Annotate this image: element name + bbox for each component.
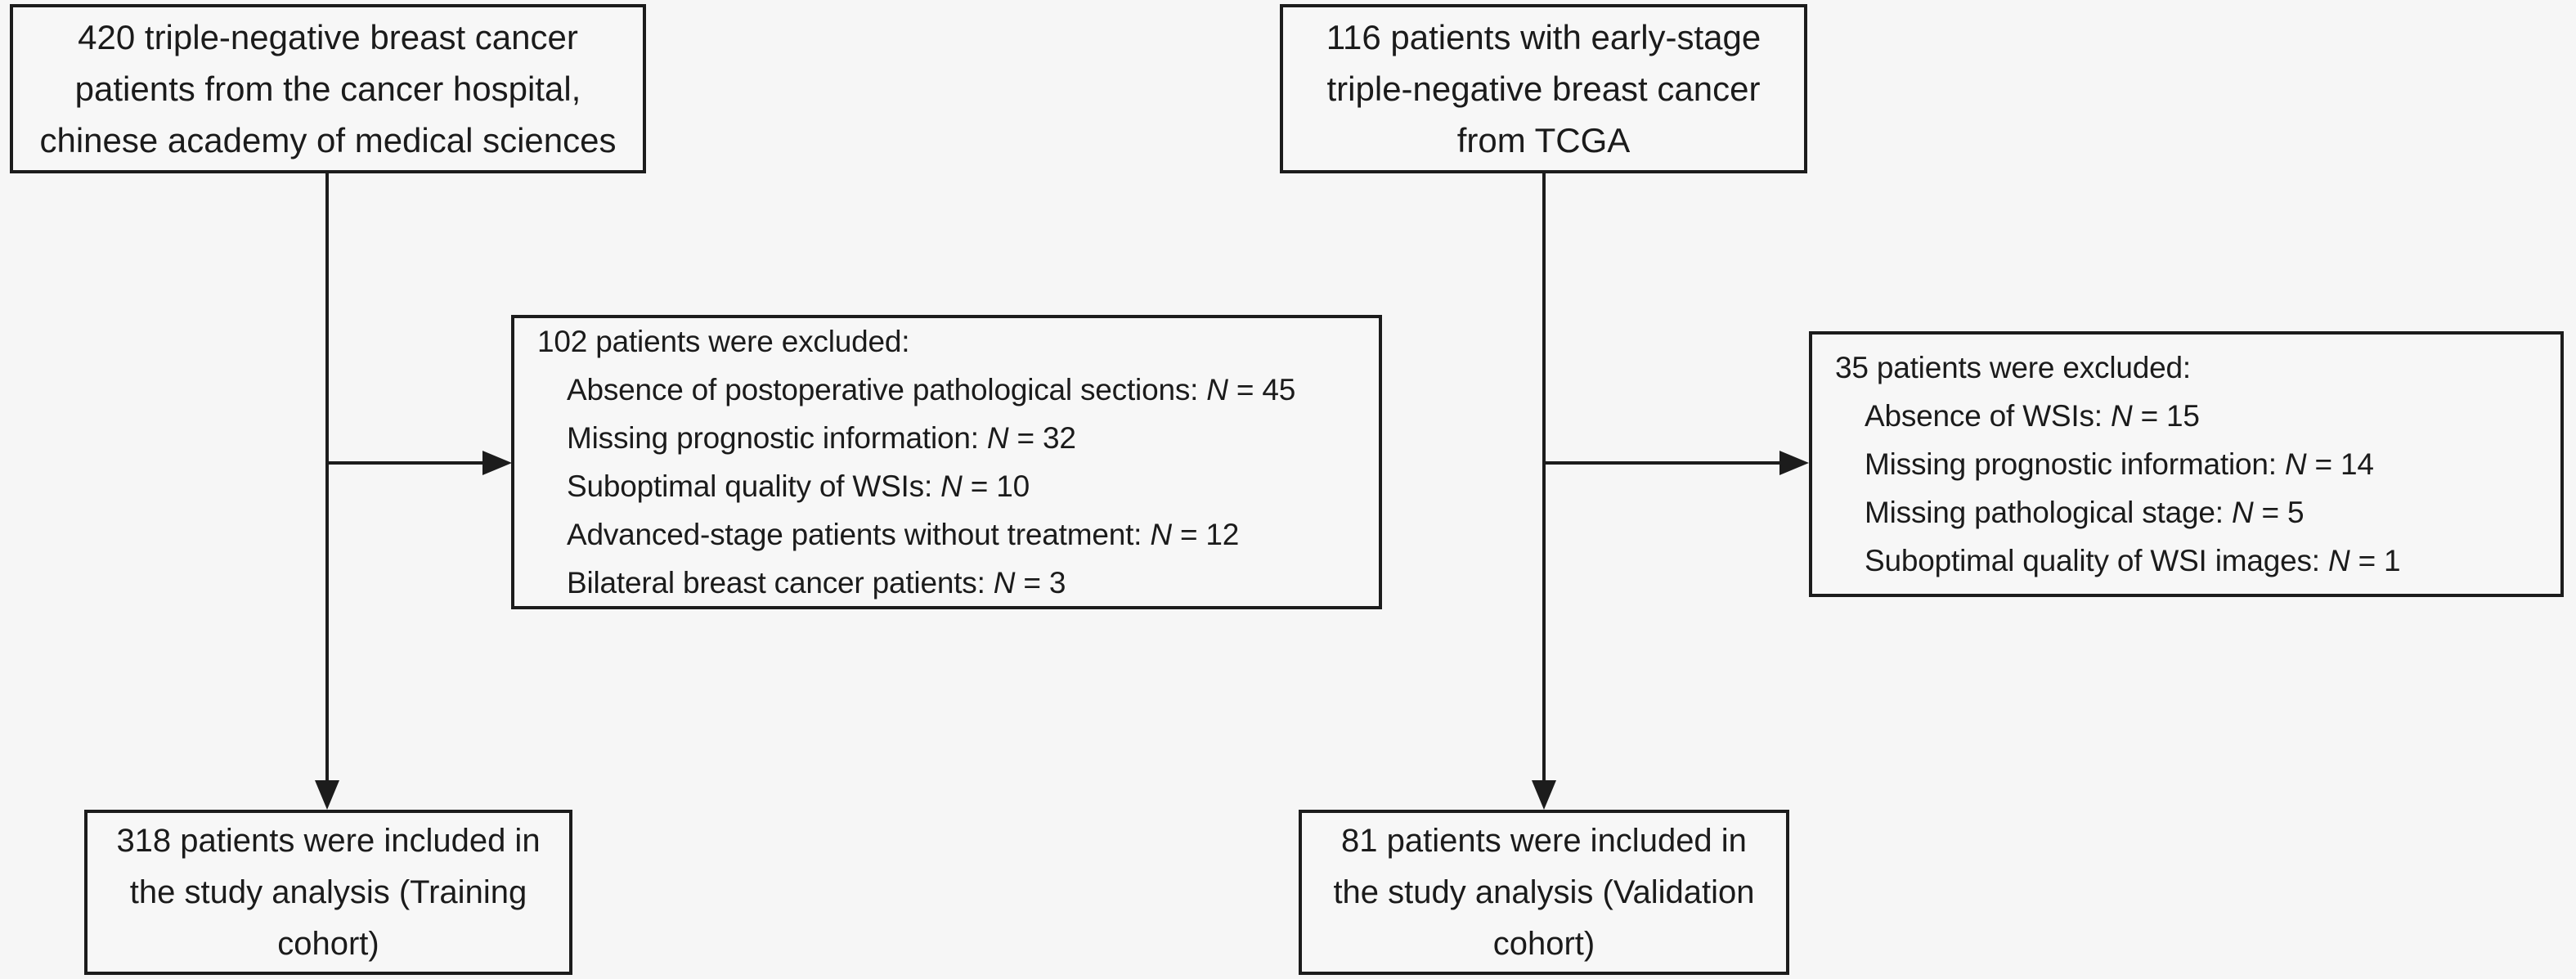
text-line: 420 triple-negative breast cancer <box>78 18 578 56</box>
text-line: cohort) <box>277 925 379 962</box>
text-line: the study analysis (Validation <box>1333 873 1755 910</box>
text-line: cohort) <box>1492 925 1595 962</box>
text-line: 116 patients with early-stage <box>1326 18 1761 56</box>
validation-exclusion-branch-line <box>1544 461 1781 465</box>
exclusion-item: Missing prognostic information: N = 32 <box>514 414 1379 462</box>
text-line: triple-negative breast cancer <box>1326 70 1761 108</box>
exclusion-item: Absence of WSIs: N = 15 <box>1812 392 2560 440</box>
exclusion-item-text: N <box>2327 544 2350 577</box>
training-exclusions-title: 102 patients were excluded: <box>537 325 910 358</box>
exclusion-item: Bilateral breast cancer patients: N = 3 <box>514 559 1379 607</box>
validation-flow-vertical-line <box>1542 173 1546 784</box>
exclusion-item-text: Absence of WSIs: <box>1865 399 2111 433</box>
text-line: from TCGA <box>1456 121 1631 159</box>
exclusion-item: Suboptimal quality of WSI images: N = 1 <box>1812 537 2560 585</box>
training-exclusion-branch-line <box>327 461 486 465</box>
exclusion-item-text: Suboptimal quality of WSI images: <box>1865 544 2328 577</box>
box-training-exclusions: 102 patients were excluded: Absence of p… <box>511 315 1382 609</box>
arrowhead-down-icon <box>315 780 339 810</box>
exclusion-item-text: Absence of postoperative pathological se… <box>567 373 1207 406</box>
exclusion-item-text: N <box>986 421 1009 455</box>
exclusion-item-text: N <box>1206 373 1228 406</box>
arrowhead-down-icon <box>1532 780 1556 810</box>
text-line: 318 patients were included in <box>116 822 541 859</box>
text-line: the study analysis (Training <box>129 873 527 910</box>
box-training-cohort: 318 patients were included in the study a… <box>84 810 572 975</box>
exclusion-item-text: Missing pathological stage: <box>1865 496 2232 529</box>
exclusion-item-text: N <box>1150 518 1172 551</box>
training-flow-vertical-line <box>325 173 329 784</box>
exclusion-item: Absence of postoperative pathological se… <box>514 366 1379 414</box>
box-validation-source: 116 patients with early-stage triple-nega… <box>1280 4 1807 173</box>
exclusion-item-text: N <box>2110 399 2133 433</box>
exclusion-item-text: = 1 <box>2349 544 2401 577</box>
exclusion-item-text: = 45 <box>1227 373 1296 406</box>
exclusion-item-text: Bilateral breast cancer patients: <box>567 566 994 600</box>
exclusion-item-text: = 14 <box>2306 447 2374 481</box>
exclusion-item-text: N <box>993 566 1016 600</box>
box-validation-cohort: 81 patients were included in the study an… <box>1299 810 1789 975</box>
arrowhead-right-icon <box>482 451 512 475</box>
text-line: chinese academy of medical sciences <box>39 121 617 159</box>
exclusion-item: Advanced-stage patients without treatmen… <box>514 510 1379 559</box>
exclusion-item: Missing prognostic information: N = 14 <box>1812 440 2560 488</box>
exclusion-item-text: N <box>2284 447 2307 481</box>
exclusion-item-text: Suboptimal quality of WSIs: <box>567 469 941 503</box>
exclusion-item-text: = 12 <box>1171 518 1240 551</box>
exclusion-item-text: = 32 <box>1008 421 1076 455</box>
box-training-source: 420 triple-negative breast cancer patient… <box>10 4 646 173</box>
exclusion-item-text: = 10 <box>962 469 1030 503</box>
text-line: 81 patients were included in <box>1341 822 1747 859</box>
arrowhead-right-icon <box>1779 451 1809 475</box>
exclusion-item-text: = 5 <box>2253 496 2304 529</box>
exclusion-item-text: N <box>2231 496 2254 529</box>
exclusion-item-text: = 15 <box>2132 399 2200 433</box>
box-validation-exclusions: 35 patients were excluded: Absence of WS… <box>1809 331 2564 597</box>
exclusion-item-text: Missing prognostic information: <box>1865 447 2285 481</box>
exclusion-item-text: Advanced-stage patients without treatmen… <box>567 518 1151 551</box>
exclusion-item-text: Missing prognostic information: <box>567 421 987 455</box>
exclusion-item-text: N <box>940 469 963 503</box>
training-exclusions-list: Absence of postoperative pathological se… <box>514 366 1379 607</box>
exclusion-item: Suboptimal quality of WSIs: N = 10 <box>514 462 1379 510</box>
validation-exclusions-title: 35 patients were excluded: <box>1835 351 2191 384</box>
text-line: patients from the cancer hospital, <box>74 70 581 108</box>
exclusion-item-text: = 3 <box>1015 566 1066 600</box>
exclusion-item: Missing pathological stage: N = 5 <box>1812 488 2560 537</box>
